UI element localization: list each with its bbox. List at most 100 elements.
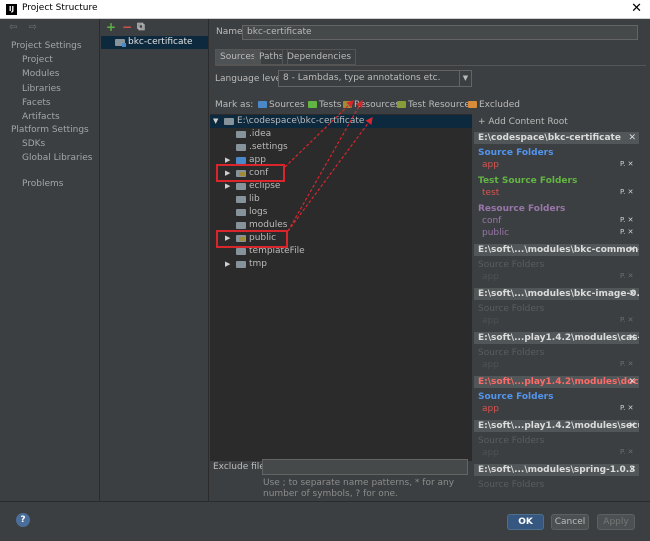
tree-row-logs[interactable]: logs [210, 206, 472, 219]
source-folders-title: Source Folders [478, 148, 554, 158]
content-roots-panel: + Add Content Root E:\codespace\bkc-cert… [473, 114, 650, 497]
tests-folder-icon [308, 101, 317, 108]
content-root-header: E:\soft\...\modules\bkc-image-0.1 ✕ [474, 288, 639, 300]
mark-tests-button[interactable]: Tests [308, 100, 341, 110]
module-editor: Name: bkc-certificate Sources Paths Depe… [210, 19, 650, 501]
remove-root-icon[interactable]: ✕ [628, 289, 636, 299]
tree-row-idea[interactable]: .idea [210, 128, 472, 141]
remove-root-icon[interactable]: ✕ [628, 333, 636, 343]
intellij-icon: IJ [6, 4, 17, 15]
collapsed-arrow-icon[interactable]: ▶ [225, 260, 231, 268]
tree-row-conf[interactable]: ▶ conf [225, 168, 269, 178]
remove-module-icon[interactable]: − [122, 20, 133, 34]
entry-controls-icon[interactable]: P. ✕ [620, 316, 634, 324]
remove-root-icon[interactable]: ✕ [628, 133, 636, 143]
remove-root-icon[interactable]: ✕ [628, 245, 636, 255]
sidebar-item-modules[interactable]: Modules [22, 69, 60, 79]
folder-icon [236, 209, 246, 216]
tree-row-tmp[interactable]: ▶ tmp [225, 259, 268, 269]
source-entry-app: app [482, 404, 499, 414]
entry-controls-icon[interactable]: P. ✕ [620, 228, 634, 236]
sidebar-item-facets[interactable]: Facets [22, 98, 51, 108]
folder-icon [236, 144, 246, 151]
entry-controls-icon[interactable]: P. ✕ [620, 188, 634, 196]
expanded-arrow-icon[interactable]: ▼ [213, 117, 219, 125]
resources-folder-icon [343, 101, 352, 108]
module-item-bkc-certificate[interactable]: bkc-certificate [101, 36, 208, 49]
project-settings-header: Project Settings [11, 41, 82, 51]
mark-resources-button[interactable]: Resources [343, 100, 400, 110]
language-level-label: Language level: [215, 74, 287, 84]
entry-controls-icon[interactable]: P. ✕ [620, 404, 634, 412]
tree-row-eclipse[interactable]: ▶ eclipse [225, 181, 281, 191]
sidebar-item-libraries[interactable]: Libraries [22, 84, 61, 94]
tree-row-modules[interactable]: modules [210, 219, 472, 232]
apply-button[interactable]: Apply [597, 514, 635, 530]
modules-panel: + − ⧉ bkc-certificate [101, 19, 209, 501]
entry-controls-icon[interactable]: P. ✕ [620, 216, 634, 224]
mark-test-resources-button[interactable]: Test Resources [397, 100, 475, 110]
sidebar-item-global-libraries[interactable]: Global Libraries [22, 153, 93, 163]
source-entry-app: app [482, 448, 499, 458]
add-content-root-button[interactable]: + Add Content Root [478, 117, 568, 127]
settings-sidebar: ⇦ ⇨ Project Settings Project Modules Lib… [0, 19, 100, 501]
tab-sources[interactable]: Sources [215, 49, 261, 65]
tab-dependencies[interactable]: Dependencies [282, 49, 357, 65]
folder-icon [236, 183, 246, 190]
back-forward-arrows-icon[interactable]: ⇦ ⇨ [9, 22, 41, 33]
content-root-header: E:\soft\...play1.4.2\modules\secure ✕ [474, 420, 639, 432]
entry-controls-icon[interactable]: P. ✕ [620, 448, 634, 456]
cancel-button[interactable]: Cancel [551, 514, 589, 530]
source-folders-title: Source Folders [478, 392, 554, 402]
content-root-header-error: E:\soft\...play1.4.2\modules\docviewer ✕ [474, 376, 639, 388]
sidebar-item-artifacts[interactable]: Artifacts [22, 112, 60, 122]
folder-icon [236, 261, 246, 268]
close-window-button[interactable]: ✕ [631, 1, 642, 16]
test-entry-test: test [482, 188, 500, 198]
sidebar-item-problems[interactable]: Problems [22, 179, 64, 189]
source-entry-app: app [482, 272, 499, 282]
tab-paths[interactable]: Paths [254, 49, 289, 65]
sidebar-item-project[interactable]: Project [22, 55, 53, 65]
collapsed-arrow-icon[interactable]: ▶ [225, 234, 231, 242]
module-name-input[interactable]: bkc-certificate [242, 25, 638, 40]
entry-controls-icon[interactable]: P. ✕ [620, 360, 634, 368]
folder-icon [224, 118, 234, 125]
source-entry-app: app [482, 360, 499, 370]
tree-row-app[interactable]: ▶ app [225, 155, 266, 165]
source-entry-app: app [482, 316, 499, 326]
copy-module-icon[interactable]: ⧉ [137, 20, 145, 33]
tree-row-templatefile[interactable]: templateFile [210, 245, 472, 258]
chevron-down-icon[interactable]: ▼ [459, 71, 471, 86]
language-level-select[interactable]: 8 - Lambdas, type annotations etc. ▼ [278, 70, 472, 87]
module-item-label: bkc-certificate [128, 37, 193, 47]
tree-row-lib[interactable]: lib [210, 193, 472, 206]
entry-controls-icon[interactable]: P. ✕ [620, 160, 634, 168]
collapsed-arrow-icon[interactable]: ▶ [225, 182, 231, 190]
annotation-box-conf [216, 164, 285, 182]
collapsed-arrow-icon[interactable]: ▶ [225, 156, 231, 164]
remove-root-icon[interactable]: ✕ [628, 421, 636, 431]
remove-root-icon[interactable]: ✕ [628, 465, 636, 475]
entry-controls-icon[interactable]: P. ✕ [620, 272, 634, 280]
mark-as-toolbar: Mark as: Sources Tests Resources Test Re… [215, 100, 645, 112]
tree-row-public[interactable]: ▶ public [225, 233, 277, 243]
add-module-icon[interactable]: + [106, 20, 117, 34]
tree-row-settings[interactable]: .settings [210, 141, 472, 154]
resources-folder-icon [236, 170, 246, 177]
source-folders-title: Source Folders [478, 348, 545, 358]
sidebar-item-sdks[interactable]: SDKs [22, 139, 46, 149]
ok-button[interactable]: OK [507, 514, 544, 530]
source-folders-title: Source Folders [478, 304, 545, 314]
help-button[interactable]: ? [16, 513, 30, 527]
mark-as-label: Mark as: [215, 100, 254, 110]
remove-root-icon[interactable]: ✕ [628, 377, 636, 387]
folder-icon [236, 131, 246, 138]
mark-sources-button[interactable]: Sources [258, 100, 305, 110]
mark-excluded-button[interactable]: Excluded [468, 100, 520, 110]
name-label: Name: [216, 27, 246, 37]
tree-row-root[interactable]: ▼ E:\codespace\bkc-certificate [210, 115, 472, 128]
collapsed-arrow-icon[interactable]: ▶ [225, 169, 231, 177]
exclude-files-input[interactable] [262, 459, 468, 475]
folder-icon [236, 196, 246, 203]
